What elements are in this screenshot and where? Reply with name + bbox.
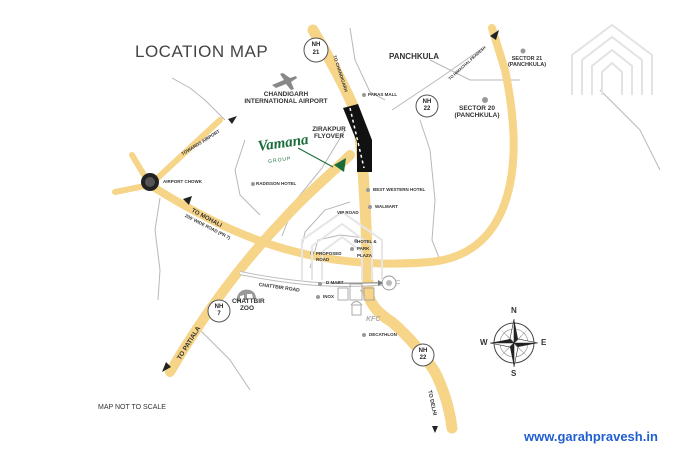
dot-decathlon <box>362 333 366 337</box>
thin-road <box>391 49 481 111</box>
label-panchkula: PANCHKULA <box>389 52 440 61</box>
compass-e: E <box>541 338 547 347</box>
watermark-url[interactable]: www.garahpravesh.in <box>524 429 658 444</box>
label-decathlon: DECATHLON <box>369 332 397 337</box>
nh21-top-shield <box>303 37 329 63</box>
road-nh7 <box>165 150 355 377</box>
label-airport-chowk: AIRPORT CHOWK <box>163 179 202 184</box>
label-proposed-road: PROPOSED ROAD <box>316 251 342 263</box>
nh22-top-label: NH <box>422 99 432 105</box>
towards-airport-road <box>147 117 223 188</box>
dot-inox <box>316 295 320 299</box>
dot-hotel <box>354 239 358 243</box>
label-chattbir-zoo: CHATTBIR ZOO <box>232 298 265 312</box>
label-radisson: RADISSON HOTEL <box>256 181 297 186</box>
elephant-icon <box>236 289 256 302</box>
compass-w: W <box>480 338 488 347</box>
thin-road <box>419 119 441 261</box>
label-vip-road: VIP ROAD <box>337 210 359 215</box>
dot-sector-21 <box>520 48 526 54</box>
nh22-top-number: 22 <box>423 106 431 112</box>
scale-note: MAP NOT TO SCALE <box>98 404 166 411</box>
map-title: LOCATION MAP <box>135 42 269 61</box>
dot-best-western <box>366 188 370 192</box>
flyover-dash <box>349 107 365 169</box>
label-best-western: BEST WESTERN HOTEL <box>373 187 426 192</box>
nh7-number: 7 <box>217 311 221 317</box>
kfc-icon <box>350 301 363 316</box>
nh22-bottom-label: NH <box>418 348 428 354</box>
thin-road <box>234 139 261 216</box>
thin-road <box>599 89 661 171</box>
nh22-top-shield <box>415 94 439 118</box>
arrow-to-mohali <box>183 196 192 205</box>
dot-park-plaza <box>350 247 354 251</box>
dot-radisson <box>251 182 255 186</box>
label-zirakpur-flyover: ZIRAKPUR FLYOVER <box>312 126 346 140</box>
nh21-top-label: NH <box>311 42 321 48</box>
dot-walmart <box>368 205 372 209</box>
label-sector-21: SECTOR 21 (PANCHKULA) <box>507 56 547 68</box>
arrow-to-delhi <box>432 426 438 433</box>
arrow-to-himachal <box>490 30 499 40</box>
dot-paras-mall <box>362 93 366 97</box>
project-marker <box>334 158 346 172</box>
watermark-house-logo-center-icon <box>301 210 383 280</box>
label-airport: CHANDIGARH INTERNATIONAL AIRPORT <box>244 91 328 105</box>
thin-road <box>154 197 161 301</box>
dot-sector-20 <box>482 97 488 103</box>
arrow-towards-airport <box>228 116 237 124</box>
thin-road <box>171 77 226 121</box>
watermark-house-logo-icon <box>571 23 653 95</box>
label-kfc: KFC <box>366 316 381 323</box>
label-walmart: WALMART <box>375 204 398 209</box>
compass-n: N <box>511 306 517 315</box>
label-sector-20: SECTOR 20 (PANCHKULA) <box>454 105 500 119</box>
label-paras-mall: PARAS MALL <box>368 92 398 97</box>
nh22-bottom-number: 22 <box>419 355 427 361</box>
dot-d-mart <box>318 282 322 286</box>
arrow-to-patiala <box>162 362 171 372</box>
thin-road <box>199 329 251 391</box>
nh7-label: NH <box>214 304 224 310</box>
compass-s: S <box>511 369 517 378</box>
label-d-mart: D MART <box>326 280 344 285</box>
thin-road <box>349 27 386 101</box>
airplane-icon <box>272 73 297 90</box>
label-inox: INOX <box>323 294 335 299</box>
compass-rose <box>489 318 539 368</box>
nh21-top-number: 21 <box>312 50 320 56</box>
nh7-shield <box>207 299 231 323</box>
label-hotel-park-plaza: HOTEL & PARK PLAZA <box>357 239 377 258</box>
nh22-bottom-shield <box>411 343 435 367</box>
inox-mall-icon <box>337 283 375 301</box>
ring-road <box>146 24 518 268</box>
